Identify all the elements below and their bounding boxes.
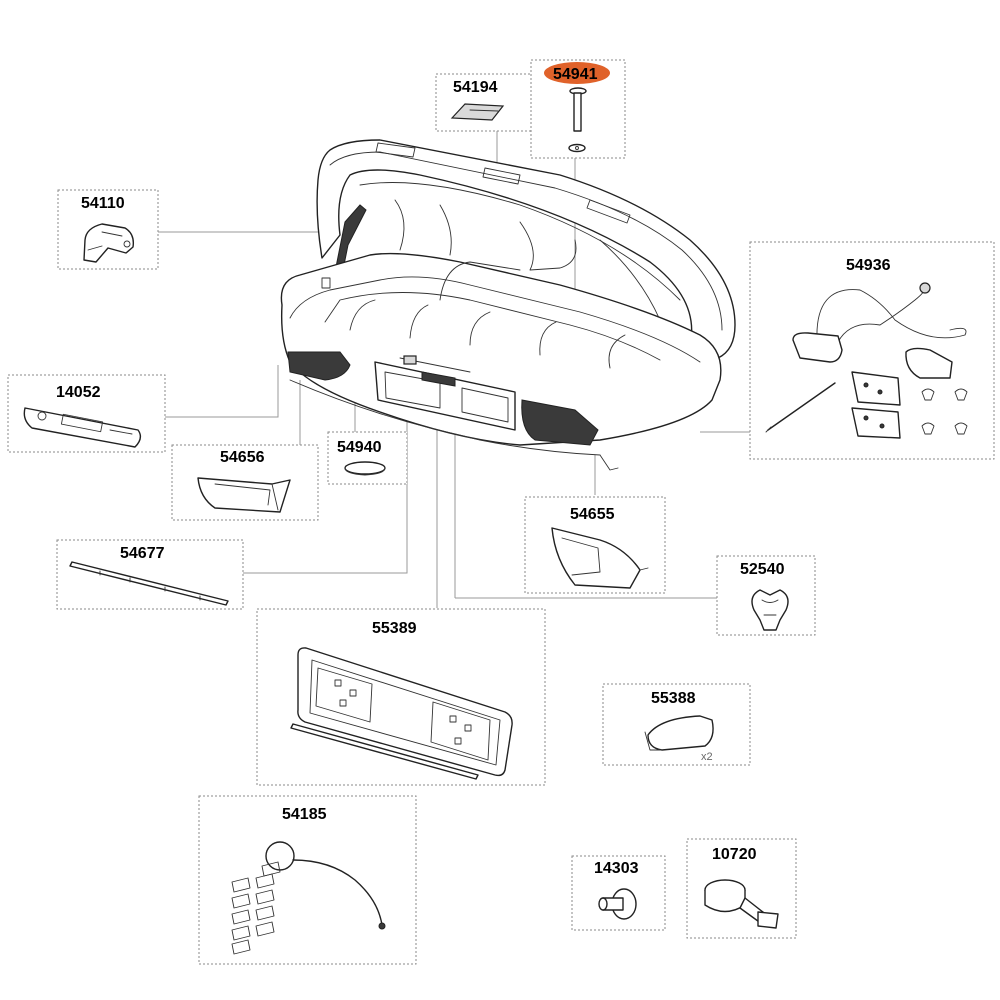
part-number-label: 54194 <box>453 79 498 96</box>
clip-icon <box>751 589 789 631</box>
cap-icon <box>344 461 386 476</box>
cargo-box-illustration <box>280 139 736 471</box>
part-number-label: 54655 <box>570 506 615 523</box>
part-54677[interactable]: 54677 <box>56 539 244 610</box>
part-54941[interactable]: 54941 <box>530 59 626 159</box>
light-bar-icon <box>23 407 142 448</box>
part-number-label: 54941 <box>553 66 598 83</box>
part-number-label: 54940 <box>337 439 382 456</box>
logo-badge-icon <box>450 103 505 121</box>
part-14052[interactable]: 14052 <box>7 374 166 453</box>
part-54936[interactable]: 54936 <box>749 241 995 460</box>
knob-icon <box>598 888 637 920</box>
part-number-label: 14303 <box>594 860 639 877</box>
part-55389[interactable]: 55389 <box>256 608 546 786</box>
highlight-badge <box>544 62 610 84</box>
plate-holder-icon <box>290 647 513 780</box>
part-number-label: 55388 <box>651 690 696 707</box>
key-lanyard-icon <box>231 841 386 955</box>
part-box <box>327 431 408 485</box>
part-number-label: 52540 <box>740 561 785 578</box>
part-number-label: 54185 <box>282 806 327 823</box>
wiring-kit-icon <box>765 282 968 439</box>
tail-light-icon <box>551 527 649 589</box>
part-number-label: 14052 <box>56 384 101 401</box>
part-54656[interactable]: 54656 <box>171 444 319 521</box>
part-14303[interactable]: 14303 <box>571 855 666 931</box>
reflector-strip-icon <box>69 561 229 606</box>
bolt-washer-icon <box>568 87 587 153</box>
part-number-label: 10720 <box>712 846 757 863</box>
part-box <box>198 795 417 965</box>
strap-icon <box>704 879 779 929</box>
handle-icon <box>83 223 135 263</box>
grip-pad-icon <box>644 715 714 751</box>
part-number-label: 54677 <box>120 545 165 562</box>
part-54940[interactable]: 54940 <box>327 431 408 485</box>
part-number-label: 54110 <box>81 195 125 212</box>
part-54655[interactable]: 54655 <box>524 496 666 594</box>
tail-light-icon <box>197 477 291 513</box>
part-number-label: 54656 <box>220 449 265 466</box>
part-54110[interactable]: 54110 <box>57 189 159 270</box>
part-54185[interactable]: 54185 <box>198 795 417 965</box>
quantity-label: x2 <box>701 751 713 763</box>
part-number-label: 55389 <box>372 620 417 637</box>
part-55388[interactable]: 55388 x2 <box>602 683 751 766</box>
part-52540[interactable]: 52540 <box>716 555 816 636</box>
part-number-label: 54936 <box>846 257 891 274</box>
part-10720[interactable]: 10720 <box>686 838 797 939</box>
